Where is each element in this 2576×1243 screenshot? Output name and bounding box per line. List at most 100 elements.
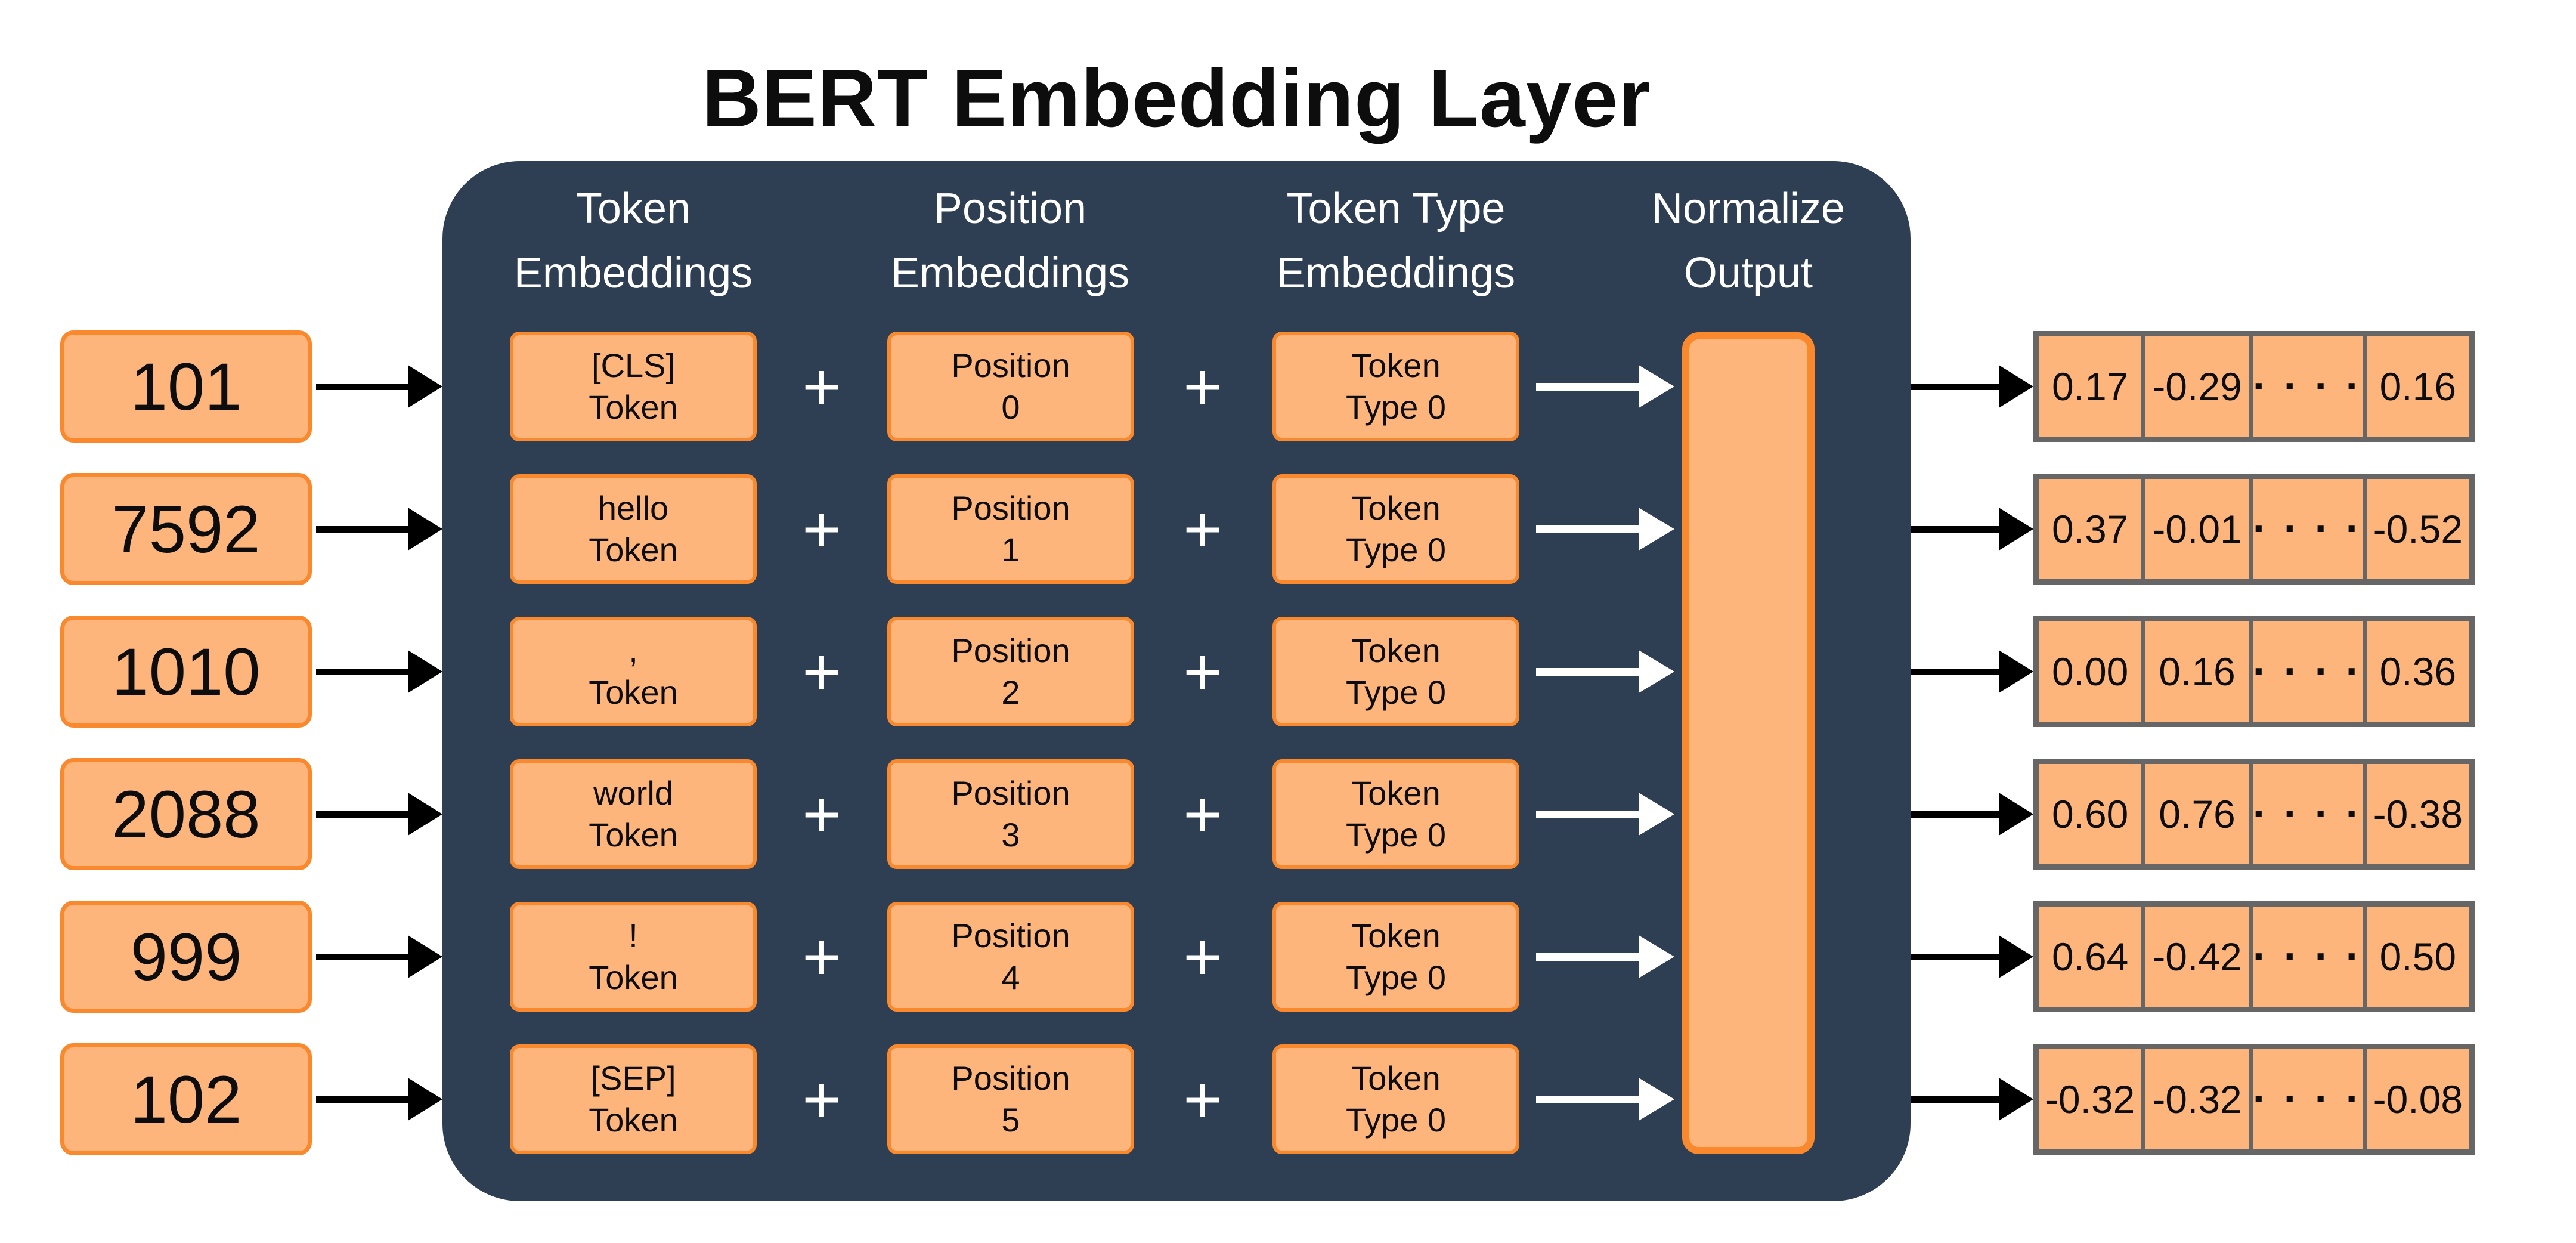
position-label: Position: [951, 917, 1070, 954]
input-id-box: 1010: [60, 616, 312, 728]
plus-sign: +: [802, 777, 841, 852]
type-label: Token: [1351, 774, 1441, 812]
position-label: Position: [951, 489, 1070, 527]
ellipsis-dots: · · · ·: [2252, 622, 2363, 722]
output-value: -0.01: [2145, 479, 2249, 579]
type-label: Type 0: [1345, 531, 1447, 568]
output-value: -0.08: [2366, 1049, 2469, 1149]
type-label: Token: [1351, 632, 1441, 669]
ellipsis-dots: · · · ·: [2252, 1049, 2363, 1149]
output-value: 0.64: [2039, 907, 2142, 1007]
token-embedding-box: [SEP]Token: [510, 1044, 757, 1154]
token-label: Token: [589, 673, 678, 711]
input-id-box: 102: [60, 1043, 312, 1155]
output-vector: 0.60 0.76 · · · · -0.38: [2033, 759, 2475, 870]
sum-arrow-icon: [1536, 1043, 1674, 1155]
output-value: 0.36: [2366, 622, 2469, 722]
type-label: Type 0: [1345, 1101, 1447, 1139]
header-line: Embeddings: [1276, 249, 1516, 297]
type-label: Token: [1351, 917, 1441, 954]
plus-sign: +: [1183, 919, 1222, 994]
token-label: !: [628, 917, 638, 954]
output-value: 0.00: [2039, 622, 2142, 722]
output-value: 0.50: [2366, 907, 2469, 1007]
type-label: Type 0: [1345, 816, 1447, 854]
output-arrow-icon: [1911, 473, 2033, 585]
output-value: -0.32: [2145, 1049, 2249, 1149]
type-label: Type 0: [1345, 388, 1447, 426]
token-label: [SEP]: [590, 1059, 676, 1097]
plus-sign: +: [1183, 491, 1222, 567]
input-id-box: 101: [60, 330, 312, 443]
token-label: Token: [589, 388, 678, 426]
position-label: 2: [1001, 673, 1020, 711]
header-line: Token: [575, 185, 691, 233]
column-header-token-type-embeddings: Token Type Embeddings: [1241, 177, 1551, 305]
sum-arrow-icon: [1536, 473, 1674, 585]
input-id-box: 999: [60, 901, 312, 1013]
ellipsis-dots: · · · ·: [2252, 907, 2363, 1007]
sum-arrow-icon: [1536, 758, 1674, 870]
sum-arrow-icon: [1536, 330, 1674, 443]
plus-sign: +: [1183, 1062, 1222, 1137]
type-label: Type 0: [1345, 958, 1447, 996]
input-id-box: 2088: [60, 758, 312, 870]
output-value: 0.17: [2039, 336, 2142, 437]
position-label: 3: [1001, 816, 1020, 854]
ellipsis-dots: · · · ·: [2252, 479, 2363, 579]
position-label: Position: [951, 774, 1070, 812]
position-label: Position: [951, 347, 1070, 384]
token-label: ,: [628, 632, 638, 669]
input-arrow-icon: [316, 901, 442, 1013]
input-arrow-icon: [316, 330, 442, 443]
position-label: 4: [1001, 958, 1020, 996]
plus-sign: +: [1183, 777, 1222, 852]
column-header-token-embeddings: Token Embeddings: [478, 177, 788, 305]
output-value: -0.42: [2145, 907, 2249, 1007]
normalize-output-box: [1682, 332, 1815, 1154]
token-embedding-box: [CLS] Token: [510, 332, 757, 441]
header-line: Normalize: [1651, 185, 1846, 233]
plus-sign: +: [802, 634, 841, 709]
input-id: 102: [130, 1062, 242, 1137]
output-value: -0.52: [2366, 479, 2469, 579]
position-label: Position: [951, 1059, 1070, 1097]
token-label: Token: [589, 958, 678, 996]
output-value: -0.38: [2366, 764, 2469, 864]
output-arrow-icon: [1911, 758, 2033, 870]
output-value: 0.16: [2145, 622, 2249, 722]
position-embedding-box: Position 0: [887, 332, 1134, 441]
output-value: -0.32: [2039, 1049, 2142, 1149]
column-header-normalize-output: Normalize Output: [1593, 177, 1903, 305]
output-arrow-icon: [1911, 901, 2033, 1013]
type-label: Token: [1351, 1059, 1441, 1097]
position-label: 0: [1001, 388, 1020, 426]
token-label: [CLS]: [591, 347, 676, 384]
plus-sign: +: [1183, 634, 1222, 709]
output-arrow-icon: [1911, 616, 2033, 728]
output-vector: 0.37 -0.01 · · · · -0.52: [2033, 474, 2475, 585]
output-value: 0.60: [2039, 764, 2142, 864]
output-vector: 0.00 0.16 · · · · 0.36: [2033, 616, 2475, 727]
token-label: world: [593, 774, 673, 812]
output-vector: -0.32 -0.32 · · · · -0.08: [2033, 1044, 2475, 1155]
output-value: -0.29: [2145, 336, 2249, 437]
position-label: 1: [1001, 531, 1020, 568]
input-id: 2088: [112, 777, 261, 852]
token-label: Token: [589, 531, 678, 568]
input-id: 101: [130, 349, 242, 424]
header-line: Embeddings: [513, 249, 753, 297]
